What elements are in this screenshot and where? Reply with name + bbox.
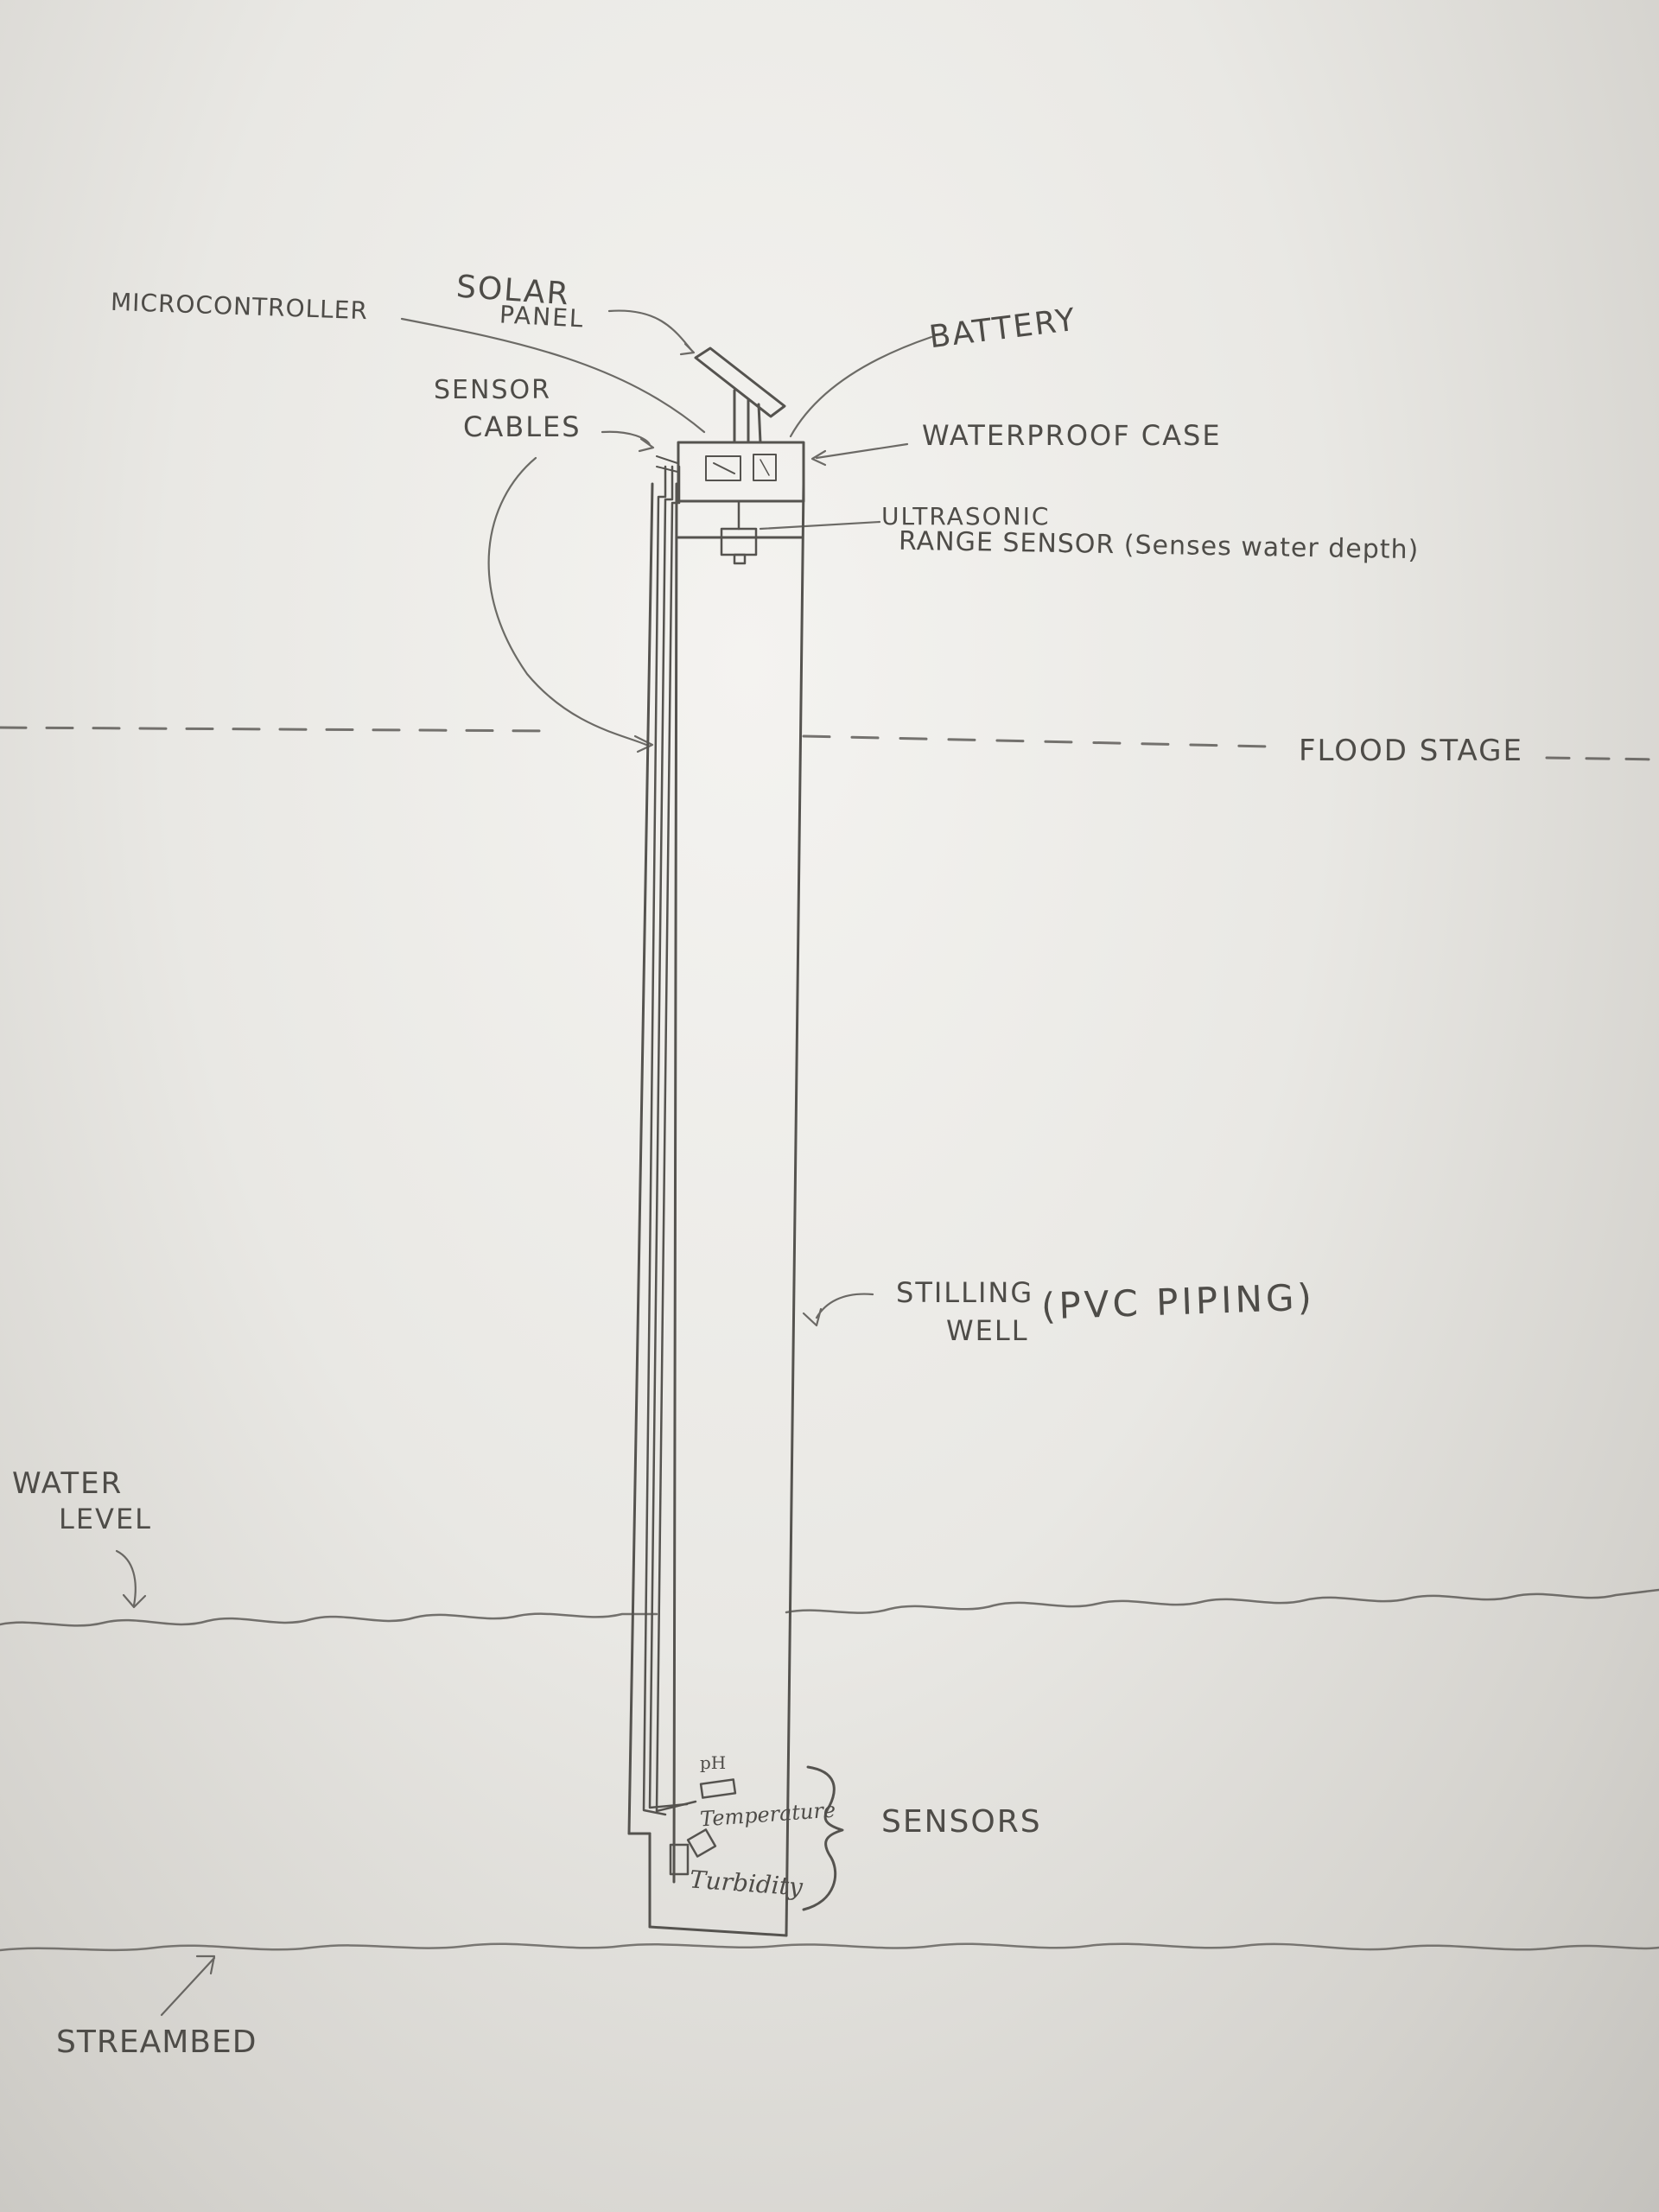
label-sensor-cables-1: SENSOR (434, 375, 551, 405)
label-flood-stage: FLOOD STAGE (1299, 734, 1523, 768)
solar-panel (694, 346, 786, 444)
label-ph: pH (700, 1752, 727, 1773)
bottom-sensors (669, 1778, 737, 1876)
flood-stage-line-end (1545, 756, 1659, 761)
sensors-bracket (802, 1765, 844, 1911)
label-waterproof-case: WATERPROOF CASE (922, 419, 1222, 452)
flood-stage-line-right (802, 734, 1272, 748)
streambed-line (0, 1942, 1659, 1952)
sensor-cables (642, 465, 697, 1816)
label-water-level-2: LEVEL (59, 1503, 152, 1535)
label-pvc-piping: (PVC PIPING) (1040, 1275, 1316, 1328)
label-solar-panel-2: PANEL (499, 300, 586, 334)
label-stilling-well-2: WELL (946, 1314, 1029, 1347)
label-sensor-cables-2: CABLES (463, 410, 582, 443)
leader-lines (115, 309, 933, 2017)
water-level-line (0, 1588, 1659, 1627)
label-sensors: SENSORS (881, 1804, 1042, 1840)
flood-stage-line (0, 726, 555, 733)
ultrasonic-sensor (720, 499, 758, 565)
label-streambed: STREAMBED (56, 2024, 257, 2060)
label-ultrasonic-1: ULTRASONIC (881, 502, 1051, 531)
label-stilling-well-1: STILLING (896, 1276, 1034, 1309)
waterproof-case (656, 441, 805, 503)
stilling-well-pipe (627, 482, 805, 1937)
label-water-level-1: WATER (12, 1466, 124, 1501)
